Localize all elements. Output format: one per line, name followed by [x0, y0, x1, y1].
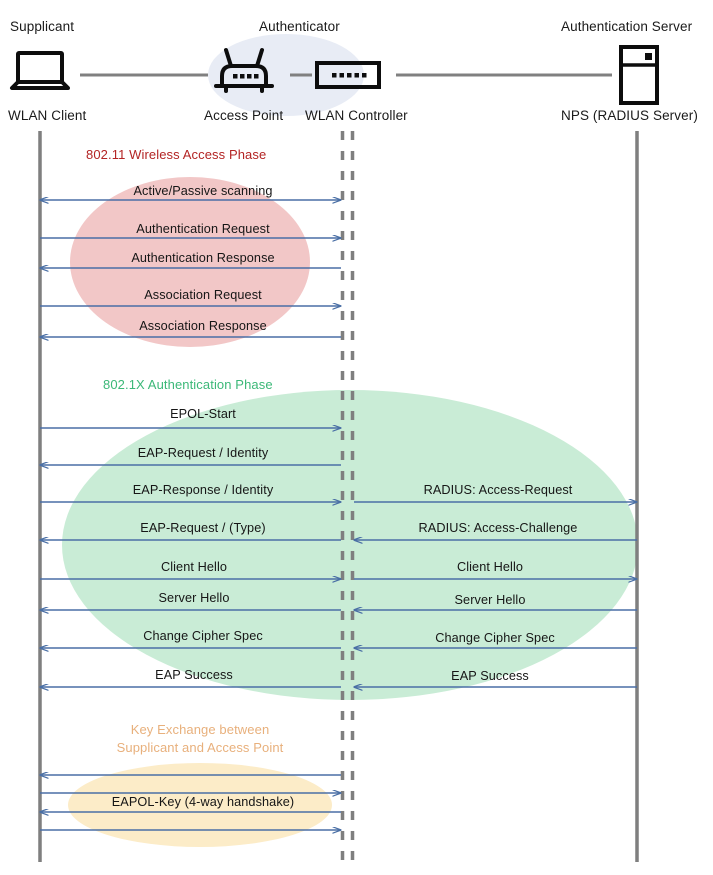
- msg-label-active-passive-scanning: Active/Passive scanning: [133, 184, 273, 198]
- server-icon: [619, 45, 659, 105]
- laptop-icon: [10, 51, 70, 90]
- msg-label-eap-success-right: EAP Success: [451, 669, 529, 683]
- msg-label-eapol-key: EAPOL-Key (4-way handshake): [111, 795, 295, 809]
- phase-802-1x-arrows: [40, 428, 637, 687]
- msg-label-server-hello-left: Server Hello: [158, 591, 230, 605]
- msg-label-eap-request-identity: EAP-Request / Identity: [137, 446, 269, 460]
- msg-label-radius-access-challenge: RADIUS: Access-Challenge: [418, 521, 578, 535]
- access-point-icon: [214, 48, 274, 93]
- msg-label-epol-start: EPOL-Start: [170, 407, 236, 421]
- phase-802-11-arrows: [40, 200, 341, 337]
- phase-title-key-exchange-line2: Supplicant and Access Point: [116, 740, 284, 755]
- actor-role-authenticator: Authenticator: [259, 19, 340, 34]
- phase-802-1x-ellipse: [62, 390, 638, 700]
- msg-label-association-response: Association Response: [139, 319, 267, 333]
- phase-title-802-11: 802.11 Wireless Access Phase: [86, 147, 267, 162]
- msg-label-eap-success-left: EAP Success: [155, 668, 233, 682]
- actor-name-wlan-client: WLAN Client: [8, 108, 87, 123]
- msg-label-association-request: Association Request: [144, 288, 262, 302]
- phase-802-11-ellipse: [70, 177, 310, 347]
- msg-label-eap-response-identity: EAP-Response / Identity: [132, 483, 274, 497]
- msg-label-change-cipher-spec-right: Change Cipher Spec: [435, 631, 555, 645]
- phase-key-exchange-arrows: [40, 775, 341, 830]
- actor-name-wlan-controller: WLAN Controller: [305, 108, 408, 123]
- msg-label-radius-access-request: RADIUS: Access-Request: [423, 483, 573, 497]
- actor-name-nps-radius-server: NPS (RADIUS Server): [561, 108, 698, 123]
- msg-label-eap-request-type: EAP-Request / (Type): [140, 521, 266, 535]
- msg-label-authentication-request: Authentication Request: [136, 222, 270, 236]
- phase-title-key-exchange-line1: Key Exchange between: [130, 722, 270, 737]
- wlan-controller-icon: [315, 61, 381, 89]
- authenticator-group-ellipse: [208, 34, 364, 116]
- msg-label-server-hello-right: Server Hello: [454, 593, 526, 607]
- actor-role-supplicant: Supplicant: [10, 19, 75, 34]
- msg-label-client-hello-left: Client Hello: [160, 560, 228, 574]
- actor-name-access-point: Access Point: [204, 108, 284, 123]
- msg-label-client-hello-right: Client Hello: [456, 560, 524, 574]
- actor-role-authentication-server: Authentication Server: [561, 19, 693, 34]
- phase-title-802-1x: 802.1X Authentication Phase: [103, 377, 273, 392]
- msg-label-change-cipher-spec-left: Change Cipher Spec: [143, 629, 263, 643]
- msg-label-authentication-response: Authentication Response: [131, 251, 275, 265]
- phase-key-exchange-ellipse: [68, 763, 332, 847]
